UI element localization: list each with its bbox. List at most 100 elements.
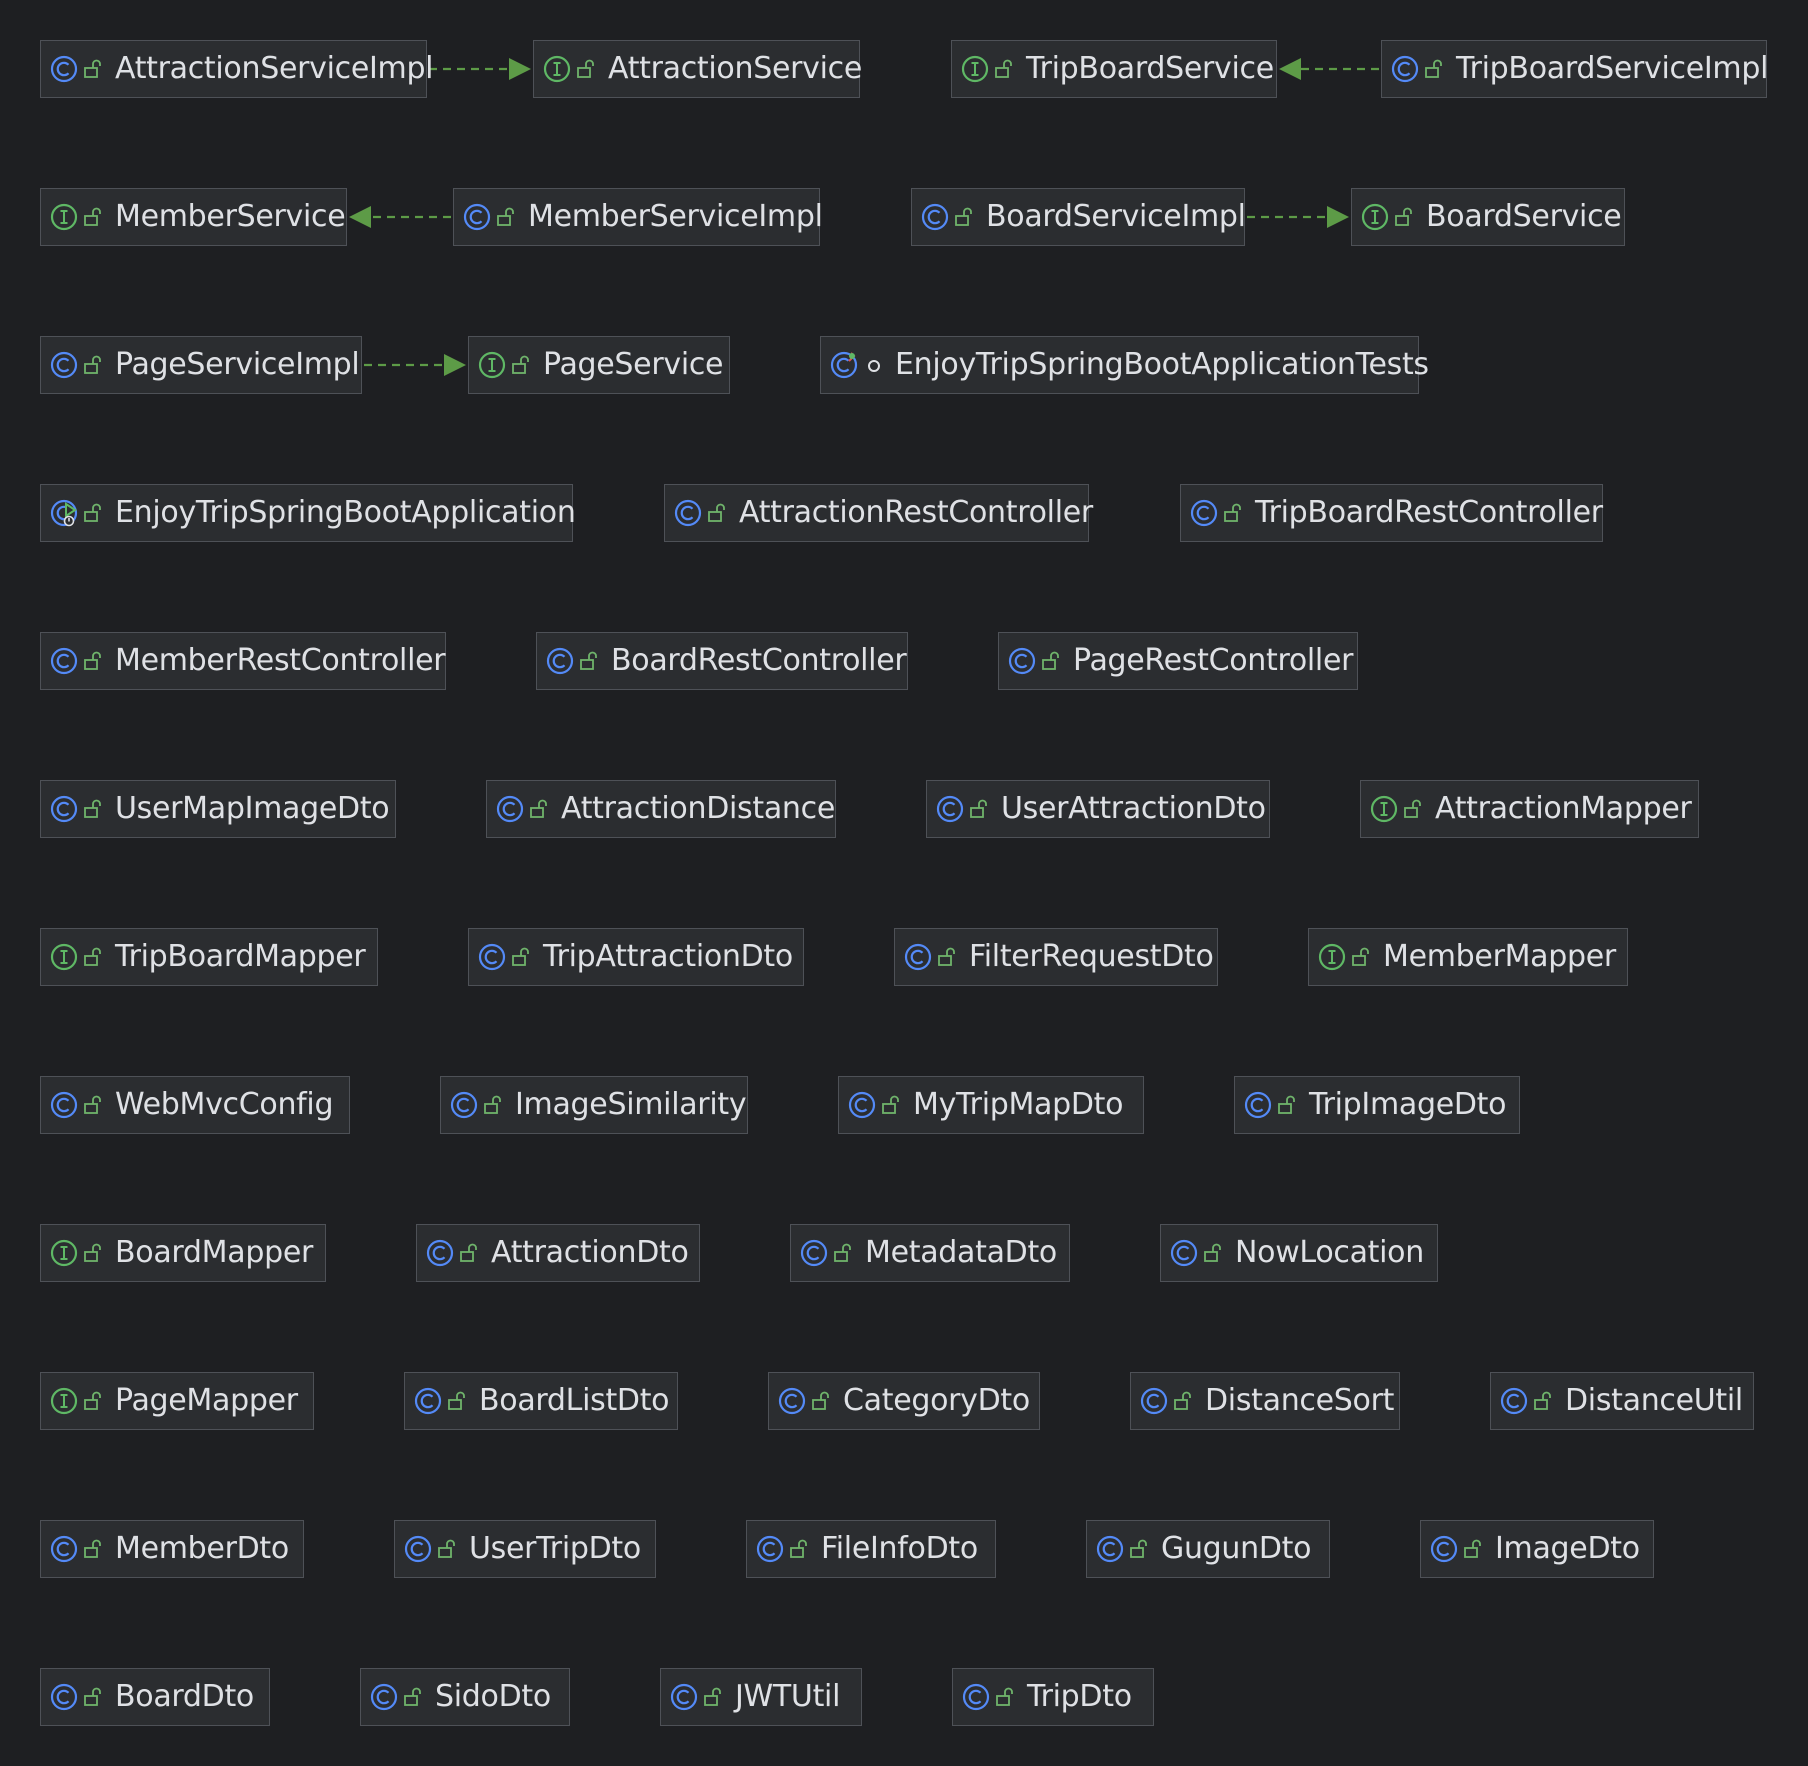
- node-distance-util[interactable]: DistanceUtil: [1490, 1372, 1754, 1430]
- public-visibility-icon: [79, 1389, 105, 1413]
- public-visibility-icon: [785, 1537, 811, 1561]
- node-trip-dto[interactable]: TripDto: [952, 1668, 1154, 1726]
- class-icon: [425, 1238, 455, 1268]
- node-trip-board-mapper[interactable]: TripBoardMapper: [40, 928, 378, 986]
- node-board-rest-controller[interactable]: BoardRestController: [536, 632, 908, 690]
- node-label: ImageSimilarity: [515, 1087, 747, 1122]
- node-enjoy-trip-spring-boot-application[interactable]: EnjoyTripSpringBootApplication: [40, 484, 576, 542]
- node-label: TripDto: [1027, 1679, 1132, 1714]
- public-visibility-icon: [1169, 1389, 1195, 1413]
- node-board-dto[interactable]: BoardDto: [40, 1668, 270, 1726]
- node-trip-board-service[interactable]: TripBoardService: [951, 40, 1277, 98]
- node-now-location[interactable]: NowLocation: [1160, 1224, 1438, 1282]
- node-label: EnjoyTripSpringBootApplication: [115, 495, 576, 530]
- node-board-list-dto[interactable]: BoardListDto: [404, 1372, 678, 1430]
- interface-icon: [477, 350, 507, 380]
- interface-icon: [49, 942, 79, 972]
- node-attraction-mapper[interactable]: AttractionMapper: [1360, 780, 1699, 838]
- node-member-dto[interactable]: MemberDto: [40, 1520, 304, 1578]
- node-gugun-dto[interactable]: GugunDto: [1086, 1520, 1330, 1578]
- public-visibility-icon: [1273, 1093, 1299, 1117]
- node-page-rest-controller[interactable]: PageRestController: [998, 632, 1358, 690]
- node-trip-board-rest-controller[interactable]: TripBoardRestController: [1180, 484, 1603, 542]
- node-label: FileInfoDto: [821, 1531, 978, 1566]
- class-icon: [799, 1238, 829, 1268]
- node-page-service-impl[interactable]: PageServiceImpl: [40, 336, 362, 394]
- public-visibility-icon: [479, 1093, 505, 1117]
- node-board-service[interactable]: BoardService: [1351, 188, 1625, 246]
- node-board-service-impl[interactable]: BoardServiceImpl: [911, 188, 1246, 246]
- node-member-mapper[interactable]: MemberMapper: [1308, 928, 1628, 986]
- arrowhead: [444, 354, 466, 376]
- public-visibility-icon: [829, 1241, 855, 1265]
- node-trip-board-service-impl[interactable]: TripBoardServiceImpl: [1381, 40, 1768, 98]
- node-label: MemberServiceImpl: [528, 199, 823, 234]
- class-icon: [673, 498, 703, 528]
- node-web-mvc-config[interactable]: WebMvcConfig: [40, 1076, 350, 1134]
- node-page-service[interactable]: PageService: [468, 336, 730, 394]
- public-visibility-icon: [79, 945, 105, 969]
- node-member-service[interactable]: MemberService: [40, 188, 347, 246]
- node-attraction-rest-controller[interactable]: AttractionRestController: [664, 484, 1093, 542]
- node-label: TripBoardRestController: [1255, 495, 1603, 530]
- node-category-dto[interactable]: CategoryDto: [768, 1372, 1040, 1430]
- class-icon: [935, 794, 965, 824]
- node-file-info-dto[interactable]: FileInfoDto: [746, 1520, 996, 1578]
- node-label: EnjoyTripSpringBootApplicationTests: [895, 347, 1429, 382]
- node-label: SidoDto: [435, 1679, 551, 1714]
- node-user-trip-dto[interactable]: UserTripDto: [394, 1520, 656, 1578]
- node-attraction-service[interactable]: AttractionService: [533, 40, 862, 98]
- node-sido-dto[interactable]: SidoDto: [360, 1668, 570, 1726]
- public-visibility-icon: [79, 1241, 105, 1265]
- node-label: UserTripDto: [469, 1531, 641, 1566]
- node-metadata-dto[interactable]: MetadataDto: [790, 1224, 1070, 1282]
- node-label: ImageDto: [1495, 1531, 1640, 1566]
- public-visibility-icon: [455, 1241, 481, 1265]
- node-distance-sort[interactable]: DistanceSort: [1130, 1372, 1400, 1430]
- node-label: MemberDto: [115, 1531, 289, 1566]
- interface-icon: [1317, 942, 1347, 972]
- node-board-mapper[interactable]: BoardMapper: [40, 1224, 326, 1282]
- public-visibility-icon: [79, 649, 105, 673]
- node-trip-image-dto[interactable]: TripImageDto: [1234, 1076, 1520, 1134]
- node-label: AttractionMapper: [1435, 791, 1692, 826]
- class-icon: [49, 350, 79, 380]
- public-visibility-icon: [525, 797, 551, 821]
- node-user-attraction-dto[interactable]: UserAttractionDto: [926, 780, 1270, 838]
- class-icon: [920, 202, 950, 232]
- node-member-service-impl[interactable]: MemberServiceImpl: [453, 188, 823, 246]
- node-label: NowLocation: [1235, 1235, 1424, 1270]
- node-my-trip-map-dto[interactable]: MyTripMapDto: [838, 1076, 1144, 1134]
- node-label: BoardDto: [115, 1679, 254, 1714]
- public-visibility-icon: [990, 57, 1016, 81]
- public-visibility-icon: [950, 205, 976, 229]
- node-attraction-distance[interactable]: AttractionDistance: [486, 780, 836, 838]
- arrowhead: [1279, 58, 1301, 80]
- node-label: PageMapper: [115, 1383, 298, 1418]
- node-trip-attraction-dto[interactable]: TripAttractionDto: [468, 928, 804, 986]
- node-image-similarity[interactable]: ImageSimilarity: [440, 1076, 748, 1134]
- node-page-mapper[interactable]: PageMapper: [40, 1372, 314, 1430]
- node-enjoy-trip-spring-boot-application-tests[interactable]: EnjoyTripSpringBootApplicationTests: [820, 336, 1429, 394]
- public-visibility-icon: [1390, 205, 1416, 229]
- class-icon: [903, 942, 933, 972]
- arrowhead: [1327, 206, 1349, 228]
- node-label: BoardMapper: [115, 1235, 314, 1270]
- node-attraction-service-impl[interactable]: AttractionServiceImpl: [40, 40, 434, 98]
- class-icon: [1007, 646, 1037, 676]
- public-visibility-icon: [1199, 1241, 1225, 1265]
- node-label: FilterRequestDto: [969, 939, 1214, 974]
- public-visibility-icon: [433, 1537, 459, 1561]
- node-attraction-dto[interactable]: AttractionDto: [416, 1224, 700, 1282]
- node-user-map-image-dto[interactable]: UserMapImageDto: [40, 780, 396, 838]
- class-icon: [1095, 1534, 1125, 1564]
- public-visibility-icon: [79, 1537, 105, 1561]
- node-jwt-util[interactable]: JWTUtil: [660, 1668, 862, 1726]
- node-label: BoardRestController: [611, 643, 907, 678]
- class-icon: [369, 1682, 399, 1712]
- node-member-rest-controller[interactable]: MemberRestController: [40, 632, 446, 690]
- node-image-dto[interactable]: ImageDto: [1420, 1520, 1654, 1578]
- node-filter-request-dto[interactable]: FilterRequestDto: [894, 928, 1218, 986]
- public-visibility-icon: [807, 1389, 833, 1413]
